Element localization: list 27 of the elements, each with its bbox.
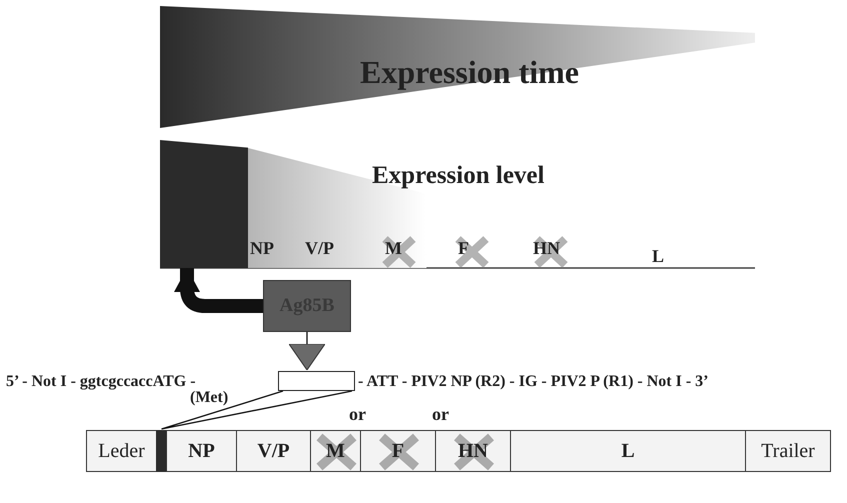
gene-segment: F [360,430,436,472]
gene-label: L [652,246,664,267]
gene-label: V/P [305,238,334,259]
gene-label: M [385,238,402,259]
leader-segment: Leder [86,430,157,472]
insert-segment [156,430,167,472]
gene-segment: NP [166,430,237,472]
curved-arrow [174,268,263,313]
gene-segment: L [510,430,746,472]
connector-line [160,390,353,430]
heading-text: Expression level [372,162,544,190]
gene-segment: V/P [236,430,311,472]
or-note: or [349,404,366,425]
gene-segment: HN [435,430,511,472]
trailer-segment: Trailer [745,430,831,472]
sequence-text: - ATT - PIV2 NP (R2) - IG - PIV2 P (R1) - Not I - 3’ [358,373,708,391]
sequence-text: 5’ - Not I - ggtcgccaccATG - [6,373,196,391]
or-note: or [432,404,449,425]
codon-note: (Met) [190,389,228,407]
gene-label: F [458,238,469,259]
arrow [288,332,326,370]
expression-bar [160,140,248,268]
insert-box [278,371,355,391]
gene-label: HN [533,238,560,259]
gene-label: NP [250,238,274,259]
heading-text: Expression time [360,54,579,91]
gene-segment: M [310,430,361,472]
